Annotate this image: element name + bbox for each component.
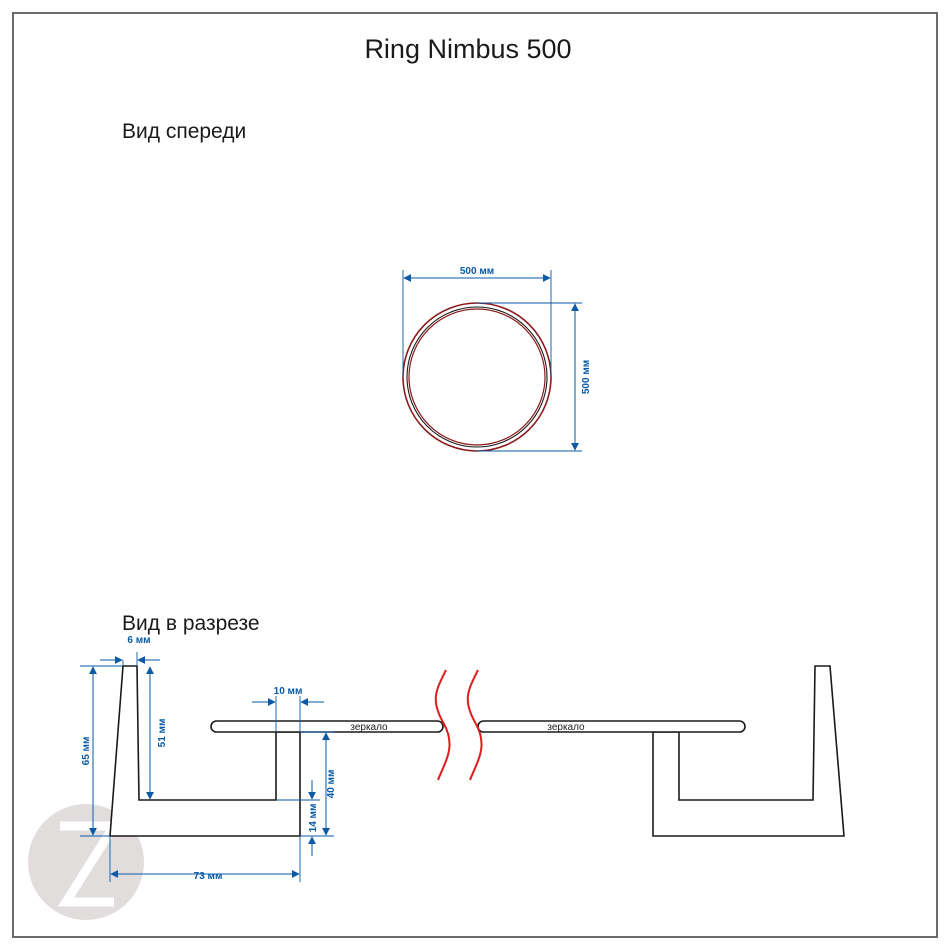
ring-inner: [406, 306, 548, 448]
mirror-right: [477, 720, 746, 733]
width-dimension-label: 500 мм: [460, 266, 494, 277]
mirror-label-right: зеркало: [547, 722, 585, 733]
depth-dimension-label: 40 мм: [326, 770, 337, 799]
ring-outer: [402, 302, 552, 452]
front-view: 500 мм 500 мм: [402, 266, 592, 452]
break-mark-left: [434, 669, 451, 781]
bottom-dimension-label: 14 мм: [308, 804, 319, 833]
page-title: Ring Nimbus 500: [364, 34, 571, 64]
mirror-label-left: зеркало: [350, 722, 388, 733]
inner-height-label: 51 мм: [157, 719, 168, 748]
height-dimension-label: 500 мм: [581, 360, 592, 394]
front-view-heading: Вид спереди: [122, 120, 246, 143]
profile-right: [652, 665, 845, 837]
break-mark-right: [466, 669, 483, 781]
profile-left: [109, 665, 301, 837]
wall-dimension-label: 6 мм: [127, 635, 150, 646]
ring-innermost: [408, 308, 546, 446]
mirror-left: [210, 720, 444, 733]
outer-height-label: 65 мм: [81, 737, 92, 766]
gap-dimension-label: 10 мм: [274, 686, 303, 697]
section-view: зеркало зеркало 6 мм 65 мм 51 мм: [80, 635, 845, 882]
section-view-heading: Вид в разрезе: [122, 612, 260, 635]
sheet-frame: [12, 12, 938, 938]
base-width-label: 73 мм: [194, 871, 223, 882]
